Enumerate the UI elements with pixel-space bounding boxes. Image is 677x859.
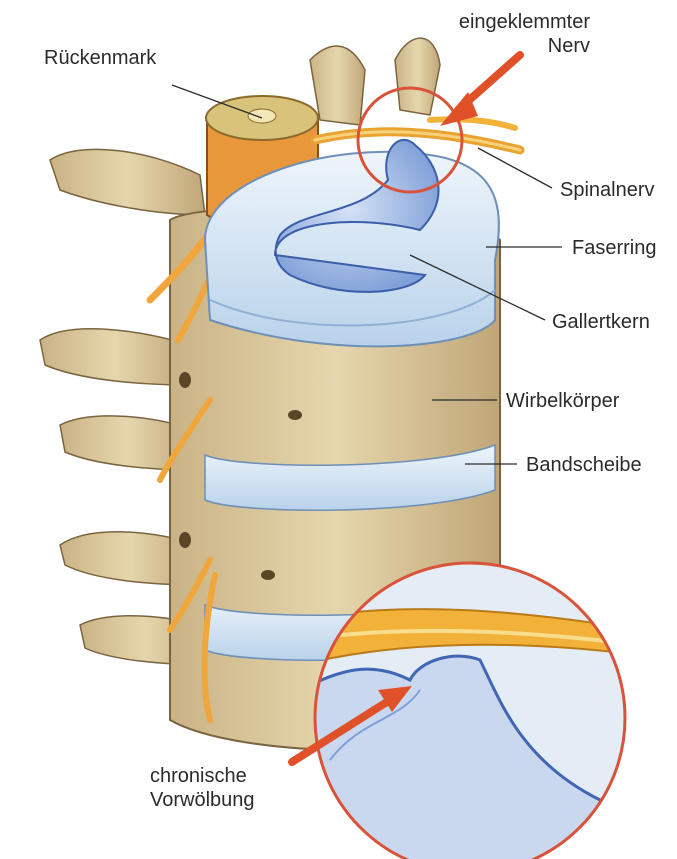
label-vertebral-body: Wirbelkörper — [506, 389, 619, 413]
label-disc: Bandscheibe — [526, 453, 642, 477]
label-annulus: Faserring — [572, 236, 656, 260]
arrow-top — [440, 55, 520, 126]
label-pinched-nerve: eingeklemmter Nerv — [450, 10, 590, 58]
label-spinal-cord: Rückenmark — [44, 46, 156, 70]
label-protrusion: chronische Vorwölbung — [150, 764, 255, 812]
label-nucleus: Gallertkern — [552, 310, 650, 334]
label-spinal-nerve: Spinalnerv — [560, 178, 655, 202]
